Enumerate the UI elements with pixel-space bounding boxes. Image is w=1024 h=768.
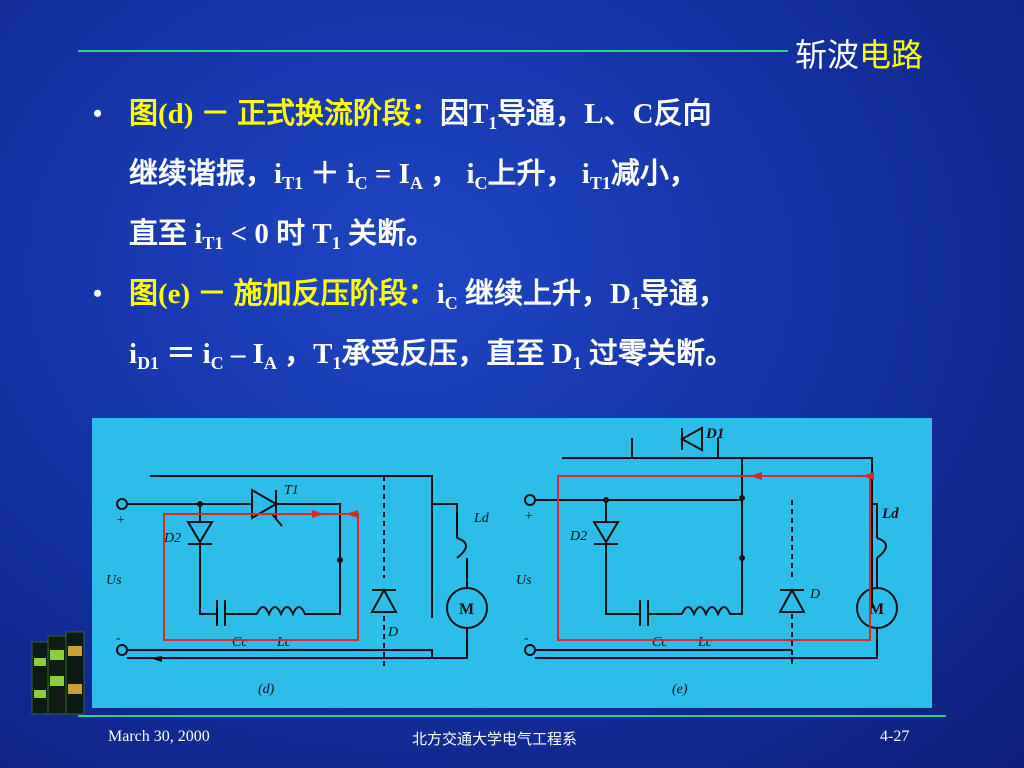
bullet-list: • 图(d) － 正式换流阶段：因T1导通，L、C反向 继续谐振，iT1 ＋ i… — [85, 84, 965, 384]
diode-d — [370, 587, 398, 613]
title-part2: 电路 — [859, 36, 924, 74]
circuit-e: + - Us D1 D2 Cc Lc — [516, 426, 899, 697]
footer-divider — [78, 715, 946, 717]
footer-page-number: 4-27 — [880, 728, 910, 745]
label-d1: D1 — [705, 426, 724, 442]
motor-label-d: M — [459, 601, 474, 618]
caption-d: (d) — [258, 682, 275, 697]
bullet-dot: • — [93, 99, 103, 128]
label-minus-d: - — [116, 631, 121, 646]
label-diode-d: D — [387, 625, 398, 640]
label-plus-d: + — [116, 513, 125, 528]
footer-org: 北方交通大学电气工程系 — [412, 730, 578, 748]
caption-e: (e) — [672, 682, 688, 697]
bullet-e: • 图(e) － 施加反压阶段：iC 继续上升，D1导通， iD1 ＝ iC –… — [85, 264, 965, 384]
svg-text:Ld: Ld — [881, 506, 899, 522]
bullet-dot: • — [93, 279, 103, 308]
bullet-d-line1: 图(d) － 正式换流阶段：因T1导通，L、C反向 — [129, 98, 712, 133]
label-us-d: Us — [106, 573, 122, 588]
title-part1: 斩波 — [795, 36, 860, 74]
svg-text:D2: D2 — [569, 529, 587, 544]
bullet-d-line2: 继续谐振，iT1 ＋ iC = IA ， iC上升， iT1减小， — [129, 158, 698, 193]
label-lc-d: Lc — [276, 635, 292, 650]
terminal-plus-d — [116, 498, 128, 510]
circuit-d: + - Us T1 D2 Cc Lc — [106, 475, 490, 697]
svg-text:Cc: Cc — [652, 635, 668, 650]
header-divider — [78, 50, 788, 52]
diode-d1 — [679, 426, 703, 452]
current-path-d — [163, 513, 359, 641]
svg-text:D: D — [809, 587, 820, 602]
terminal-minus-d — [116, 644, 128, 656]
label-t1: T1 — [284, 483, 299, 498]
bullet-e-line1: 图(e) － 施加反压阶段：iC 继续上升，D1导通， — [129, 278, 727, 313]
bullet-e-head: 图(e) － 施加反压阶段： — [129, 278, 437, 310]
thyristor-t1 — [251, 488, 278, 520]
svg-text:-: - — [524, 631, 529, 646]
svg-text:M: M — [869, 601, 884, 618]
slide-title: 斩波电路 — [795, 30, 923, 76]
svg-text:Lc: Lc — [697, 635, 713, 650]
label-d2-d: D2 — [163, 531, 181, 546]
label-cc-d: Cc — [232, 635, 248, 650]
current-path-e — [557, 475, 871, 641]
bullet-e-line2: iD1 ＝ iC – IA ，T1承受反压，直至 D1 过零关断。 — [129, 338, 734, 373]
label-us-e: Us — [516, 573, 532, 588]
books-logo-icon — [28, 628, 88, 723]
bullet-d: • 图(d) － 正式换流阶段：因T1导通，L、C反向 继续谐振，iT1 ＋ i… — [85, 84, 965, 264]
footer-date: March 30, 2000 — [108, 728, 210, 745]
diode-d2 — [186, 521, 214, 544]
label-ld-d: Ld — [473, 511, 490, 526]
circuit-figure: + - Us T1 D2 Cc Lc — [92, 418, 932, 708]
circuit-diagram: + - Us T1 D2 Cc Lc — [106, 426, 899, 697]
bullet-d-line3: 直至 iT1 < 0 时 T1 关断。 — [129, 218, 435, 253]
bullet-d-head: 图(d) － 正式换流阶段： — [129, 98, 440, 130]
diode-d2-e — [592, 521, 620, 544]
svg-text:+: + — [524, 509, 533, 524]
